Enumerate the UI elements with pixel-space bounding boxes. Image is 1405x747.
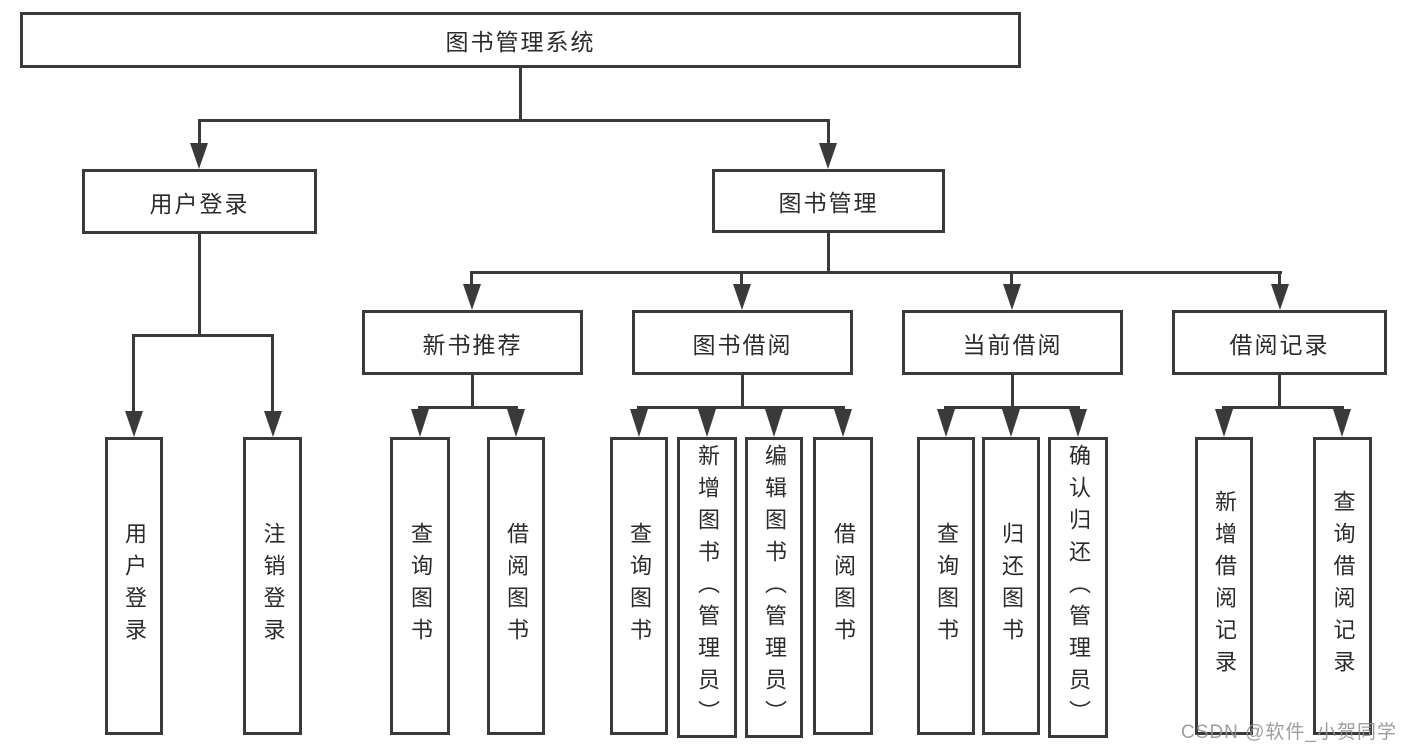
- node-label: 图书管理系统: [445, 29, 596, 55]
- arrow-down-icon: [834, 409, 852, 437]
- leaf-logout: 注销登录: [243, 437, 302, 735]
- leaf-add-borrow-record: 新增借阅记录: [1195, 437, 1253, 735]
- node-borrowing-records: 借阅记录: [1172, 310, 1387, 375]
- arrow-down-icon: [819, 143, 837, 169]
- node-label: 图书管理: [778, 190, 879, 216]
- leaf-borrow-books-recommend: 借阅图书: [487, 437, 545, 735]
- leaf-query-books-borrowing: 查询图书: [610, 437, 668, 735]
- connector-line: [1222, 406, 1344, 409]
- arrow-down-icon: [698, 409, 716, 437]
- watermark-text: CSDN @软件_小贺同学: [1181, 722, 1397, 743]
- connector-line: [1278, 271, 1281, 287]
- arrow-down-icon: [264, 411, 282, 437]
- arrow-down-icon: [1271, 284, 1289, 310]
- leaf-edit-book-admin: 编辑图书（管理员）: [745, 437, 803, 738]
- arrow-down-icon: [733, 284, 751, 310]
- connector-line: [470, 271, 1282, 274]
- arrow-down-icon: [463, 284, 481, 310]
- node-book-management: 图书管理: [712, 169, 945, 233]
- node-label: 用户登录: [122, 522, 147, 650]
- connector-line: [1010, 271, 1013, 287]
- connector-line: [827, 233, 830, 274]
- arrow-down-icon: [630, 409, 648, 437]
- arrow-down-icon: [125, 411, 143, 437]
- node-label: 借阅图书: [831, 522, 856, 650]
- leaf-borrow-books-borrowing: 借阅图书: [813, 437, 873, 735]
- leaf-add-book-admin: 新增图书（管理员）: [677, 437, 737, 738]
- connector-line: [827, 119, 830, 149]
- node-label: 图书借阅: [692, 331, 793, 358]
- node-label: 新书推荐: [422, 331, 523, 358]
- node-book-borrowing: 图书借阅: [632, 310, 853, 375]
- node-label: 借阅图书: [504, 522, 529, 650]
- connector-line: [418, 406, 518, 409]
- node-label: 新增图书（管理员）: [695, 443, 720, 732]
- connector-line: [741, 375, 744, 409]
- node-label: 查询图书: [408, 522, 433, 650]
- leaf-return-book: 归还图书: [982, 437, 1040, 735]
- node-label: 归还图书: [999, 522, 1024, 650]
- connector-line: [132, 334, 135, 414]
- connector-line: [740, 271, 743, 287]
- arrow-down-icon: [1333, 409, 1351, 437]
- arrow-down-icon: [1002, 409, 1020, 437]
- node-user-login: 用户登录: [82, 169, 317, 234]
- node-new-book-recommendation: 新书推荐: [362, 310, 583, 375]
- node-label: 查询借阅记录: [1330, 490, 1356, 682]
- arrow-down-icon: [1003, 284, 1021, 310]
- connector-line: [1278, 375, 1281, 409]
- arrow-down-icon: [190, 143, 208, 169]
- node-label: 注销登录: [260, 522, 286, 650]
- leaf-query-books-current: 查询图书: [917, 437, 975, 735]
- node-label: 当前借阅: [962, 331, 1063, 358]
- arrow-down-icon: [765, 409, 783, 437]
- leaf-user-login: 用户登录: [105, 437, 163, 735]
- connector-line: [132, 334, 274, 337]
- node-label: 新增借阅记录: [1212, 490, 1237, 682]
- arrow-down-icon: [411, 409, 429, 437]
- node-label: 用户登录: [149, 190, 250, 217]
- connector-line: [198, 234, 201, 337]
- node-label: 查询图书: [934, 522, 959, 650]
- connector-line: [198, 119, 201, 149]
- connector-line: [471, 375, 474, 409]
- arrow-down-icon: [1069, 409, 1087, 437]
- leaf-query-borrow-record: 查询借阅记录: [1313, 437, 1372, 735]
- node-label: 编辑图书（管理员）: [762, 443, 787, 732]
- connector-line: [944, 406, 1080, 409]
- leaf-confirm-return-admin: 确认归还（管理员）: [1048, 437, 1108, 738]
- arrow-down-icon: [937, 409, 955, 437]
- leaf-query-books-recommend: 查询图书: [390, 437, 450, 735]
- connector-line: [519, 68, 522, 122]
- node-current-borrowing: 当前借阅: [902, 310, 1123, 375]
- connector-line: [198, 119, 830, 122]
- connector-line: [637, 406, 845, 409]
- connector-line: [470, 271, 473, 287]
- node-library-management-system: 图书管理系统: [20, 12, 1021, 68]
- connector-line: [1011, 375, 1014, 409]
- node-label: 查询图书: [627, 522, 652, 650]
- node-label: 确认归还（管理员）: [1066, 443, 1091, 732]
- arrow-down-icon: [1215, 409, 1233, 437]
- arrow-down-icon: [507, 409, 525, 437]
- connector-line: [271, 334, 274, 414]
- node-label: 借阅记录: [1229, 331, 1330, 358]
